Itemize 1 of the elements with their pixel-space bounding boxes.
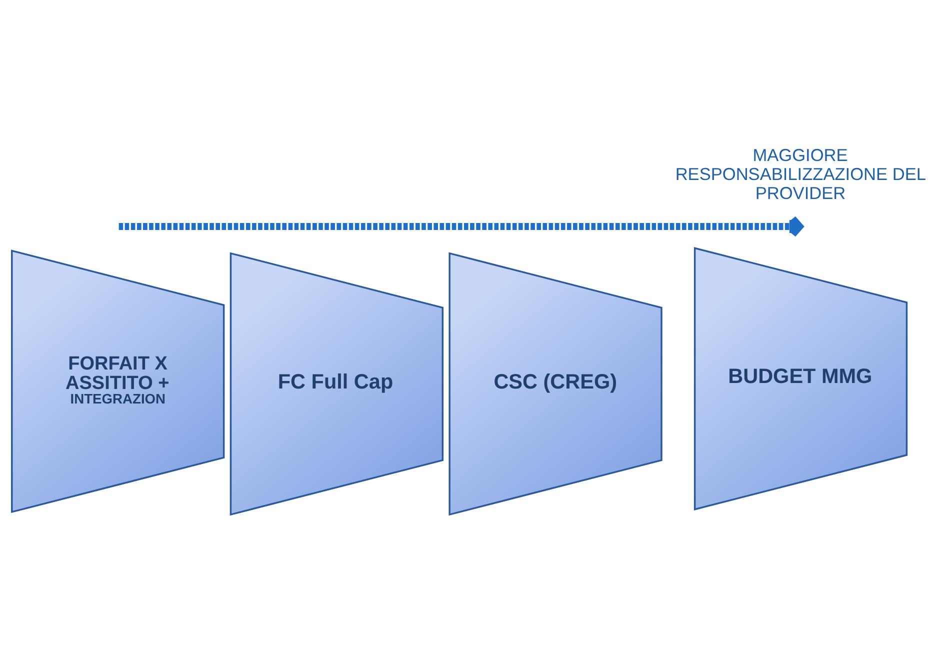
label: MAGGIORE RESPONSABILIZZAZIONE DEL PROVIDER: [675, 144, 926, 202]
